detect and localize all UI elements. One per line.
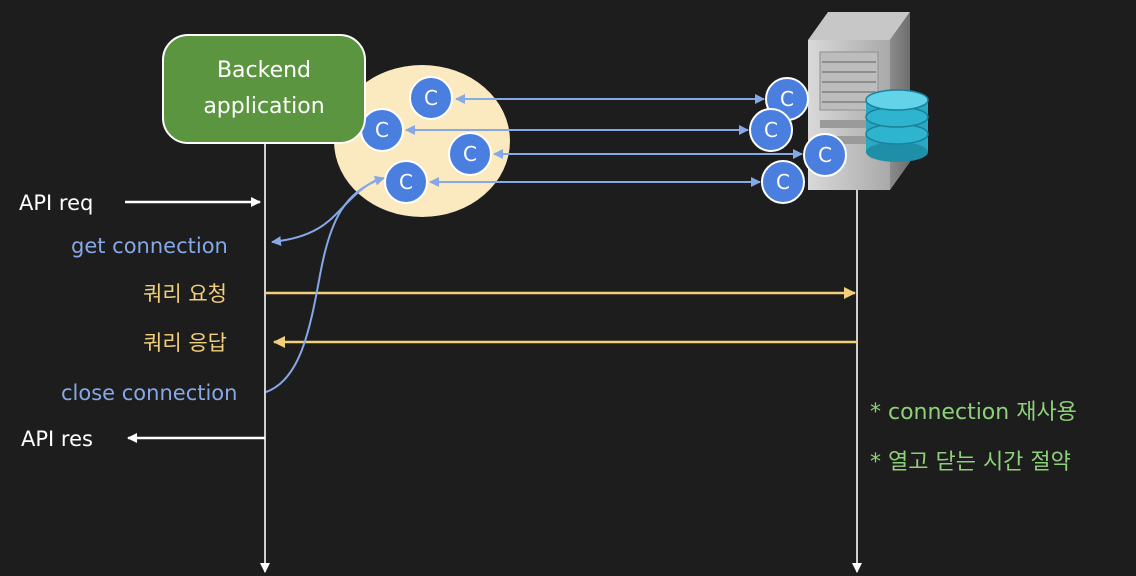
connection-node: C	[384, 160, 428, 204]
connection-node: C	[803, 133, 847, 177]
connection-node: C	[749, 108, 793, 152]
connection-node: C	[409, 76, 453, 120]
note-connection-reuse: * connection 재사용	[870, 400, 1077, 425]
connection-label: C	[764, 118, 778, 142]
backend-application-box: Backend application	[162, 34, 366, 144]
connection-label: C	[375, 118, 389, 142]
query-response-label: 쿼리 응답	[143, 331, 227, 355]
backend-title-line2: application	[203, 94, 325, 119]
connection-label: C	[776, 170, 790, 194]
connection-label: C	[424, 86, 438, 110]
close-connection-curve	[265, 175, 385, 393]
close-connection-label: close connection	[61, 381, 238, 405]
connection-label: C	[399, 170, 413, 194]
api-res-label: API res	[21, 427, 93, 451]
api-req-label: API req	[19, 191, 94, 215]
connection-node: C	[448, 132, 492, 176]
get-connection-label: get connection	[71, 234, 228, 258]
connection-node: C	[360, 108, 404, 152]
query-request-label: 쿼리 요청	[143, 282, 227, 306]
database-icon	[865, 89, 929, 162]
connection-label: C	[818, 143, 832, 167]
backend-title-line1: Backend	[216, 58, 312, 83]
note-time-saving: * 열고 닫는 시간 절약	[870, 450, 1071, 475]
connection-label: C	[780, 87, 794, 111]
connection-node: C	[761, 160, 805, 204]
connection-label: C	[463, 142, 477, 166]
